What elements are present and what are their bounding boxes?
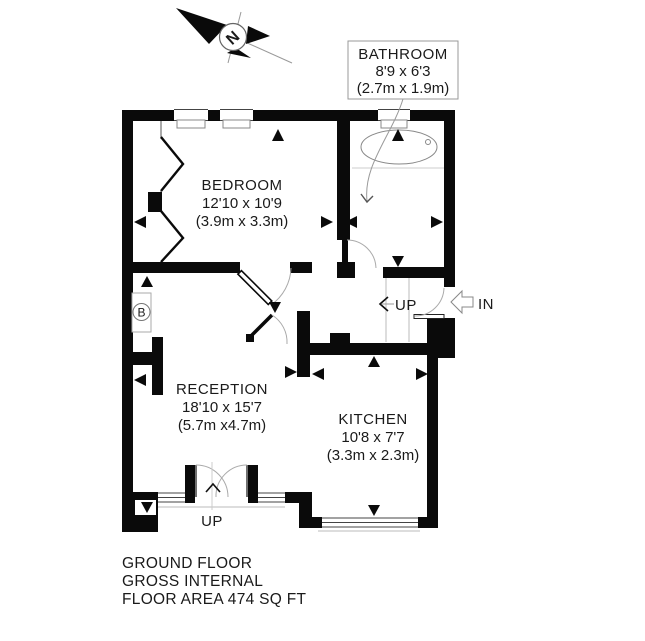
reception-up-chevron-icon	[205, 482, 221, 493]
bathroom-size-imperial: 8'9 x 6'3	[376, 63, 431, 80]
bathroom-arrow-up	[392, 129, 404, 141]
wardrobe-handle	[148, 192, 162, 212]
hall-up-label: UP	[395, 297, 417, 314]
bathroom-arrow-left	[345, 216, 357, 228]
windows	[158, 108, 420, 532]
bedroom-arrow-up	[272, 129, 284, 141]
footer-line-3: FLOOR AREA 474 SQ FT	[122, 591, 307, 608]
kitchen-arrow-left	[312, 368, 324, 380]
reception-size-imperial: 18'10 x 15'7	[182, 399, 262, 416]
bathtub	[352, 129, 444, 169]
reception-label: RECEPTION 18'10 x 15'7 (5.7m x4.7m)	[176, 381, 268, 434]
reception-arrow-right	[285, 366, 297, 378]
bathroom-size-metric: (2.7m x 1.9m)	[357, 80, 450, 97]
bedroom-size-metric: (3.9m x 3.3m)	[196, 213, 289, 230]
footer-text: GROUND FLOOR GROSS INTERNAL FLOOR AREA 4…	[122, 555, 307, 608]
bedroom-arrow-left	[134, 216, 146, 228]
bedroom-arrow-down	[269, 302, 281, 313]
bedroom-label: BEDROOM 12'10 x 10'9 (3.9m x 3.3m)	[196, 177, 289, 230]
entrance-label: IN	[478, 296, 494, 313]
compass-north-icon: N	[176, 8, 293, 64]
kitchen-size-metric: (3.3m x 2.3m)	[327, 447, 420, 464]
entrance-marker: IN	[450, 289, 494, 315]
bathroom-name: BATHROOM	[358, 46, 448, 63]
bedroom-window-2	[220, 108, 253, 129]
bathroom-leader-line	[360, 98, 404, 204]
reception-up-marker: UP	[201, 482, 223, 530]
reception-arrow-up	[141, 276, 153, 287]
kitchen-arrow-right	[416, 368, 428, 380]
hall-up-chevron-icon	[378, 296, 389, 312]
lobby-door-leaf-1	[236, 269, 273, 306]
entrance-arrow-icon	[450, 289, 474, 315]
reception-up-label: UP	[201, 513, 223, 530]
bedroom-name: BEDROOM	[201, 177, 282, 194]
bedroom-arrow-right	[321, 216, 333, 228]
bathroom-door-leaf	[342, 238, 348, 268]
footer-line-2: GROSS INTERNAL	[122, 573, 263, 590]
bathroom-label-box: BATHROOM 8'9 x 6'3 (2.7m x 1.9m)	[347, 40, 459, 100]
reception-window-1	[158, 492, 185, 503]
entrance-door-leaf	[413, 314, 445, 319]
kitchen-arrow-down	[368, 505, 380, 516]
walls	[122, 110, 455, 532]
dimension-arrows	[134, 129, 443, 516]
reception-size-metric: (5.7m x4.7m)	[178, 417, 266, 434]
bathroom-arrow-down	[392, 256, 404, 267]
bedroom-window-1	[174, 108, 208, 129]
reception-name: RECEPTION	[176, 381, 268, 398]
kitchen-arrow-up	[368, 356, 380, 367]
boiler-cupboard: B	[131, 292, 152, 333]
footer-line-1: GROUND FLOOR	[122, 555, 252, 572]
kitchen-name: KITCHEN	[338, 411, 407, 428]
kitchen-size-imperial: 10'8 x 7'7	[341, 429, 404, 446]
reception-arrow-down	[141, 502, 153, 513]
kitchen-label: KITCHEN 10'8 x 7'7 (3.3m x 2.3m)	[327, 411, 420, 464]
doors	[195, 238, 445, 510]
bathroom-window	[378, 108, 410, 129]
kitchen-window	[322, 517, 418, 528]
lobby-door-leaf-2	[248, 313, 274, 339]
bedroom-size-imperial: 12'10 x 10'9	[202, 195, 282, 212]
boiler-label: B	[137, 306, 145, 320]
reception-window-2	[258, 492, 285, 503]
bathroom-arrow-right	[431, 216, 443, 228]
reception-arrow-left	[134, 374, 146, 386]
wardrobe	[148, 121, 185, 263]
hall-up-marker: UP	[378, 296, 417, 314]
